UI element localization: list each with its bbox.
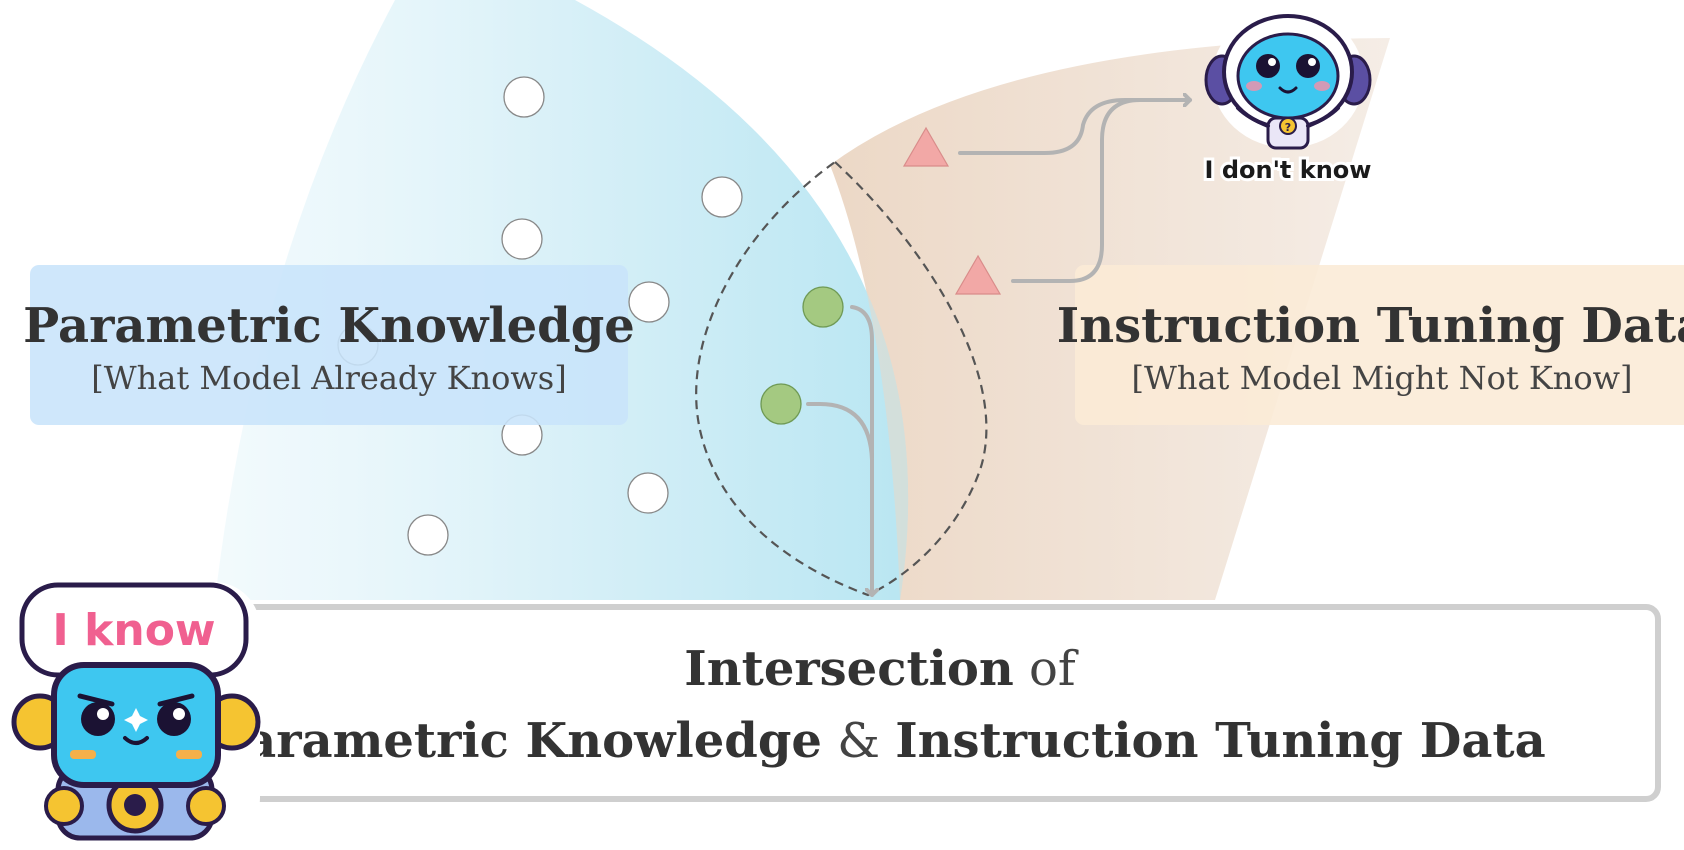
parametric-knowledge-box: Parametric Knowledge [What Model Already… — [23, 265, 635, 425]
i-dont-know-label: I don't know — [1205, 156, 1372, 184]
triangle-point — [954, 254, 1002, 295]
green-point — [802, 286, 844, 328]
intersection-line-1: Intersection of — [684, 641, 1079, 697]
parametric-knowledge-subtitle: [What Model Already Knows] — [91, 359, 566, 397]
knowledge-point — [628, 281, 670, 323]
i-know-label: I know — [52, 605, 215, 656]
instruction-tuning-box: Instruction Tuning Data [What Model Migh… — [1057, 265, 1684, 425]
knowledge-point — [627, 472, 669, 514]
intersection-word: Intersection — [684, 641, 1013, 697]
unknown-instruction-points — [902, 126, 1002, 295]
intersection-instruction: Instruction Tuning Data — [895, 713, 1546, 769]
intersection-line-2: Parametric Knowledge & Instruction Tunin… — [210, 713, 1545, 769]
svg-text:?: ? — [1285, 121, 1291, 134]
instruction-tuning-subtitle: [What Model Might Not Know] — [1131, 359, 1632, 397]
intersection-ampersand: & — [822, 713, 895, 769]
arrow-dot-to-intersection — [850, 305, 872, 597]
i-know-robot-icon: I know — [11, 582, 261, 844]
parametric-knowledge-title: Parametric Knowledge — [23, 298, 635, 354]
intersection-box: Intersection of Parametric Knowledge & I… — [137, 604, 1661, 802]
instruction-tuning-title: Instruction Tuning Data — [1057, 298, 1684, 354]
arrow-dot-to-intersection — [806, 402, 874, 462]
intersection-parametric: Parametric Knowledge — [210, 713, 822, 769]
knowledge-point — [503, 76, 545, 118]
known-instruction-points — [760, 286, 844, 425]
arrow-triangle-to-dont-know — [1011, 98, 1142, 283]
knowledge-point — [407, 514, 449, 556]
triangle-point — [902, 126, 950, 167]
green-point — [760, 383, 802, 425]
knowledge-point — [501, 218, 543, 260]
intersection-of: of — [1014, 641, 1079, 697]
i-dont-know-robot-icon: ? I don't know — [1202, 8, 1374, 187]
arrow-triangle-to-dont-know — [958, 100, 1192, 155]
knowledge-point — [701, 176, 743, 218]
